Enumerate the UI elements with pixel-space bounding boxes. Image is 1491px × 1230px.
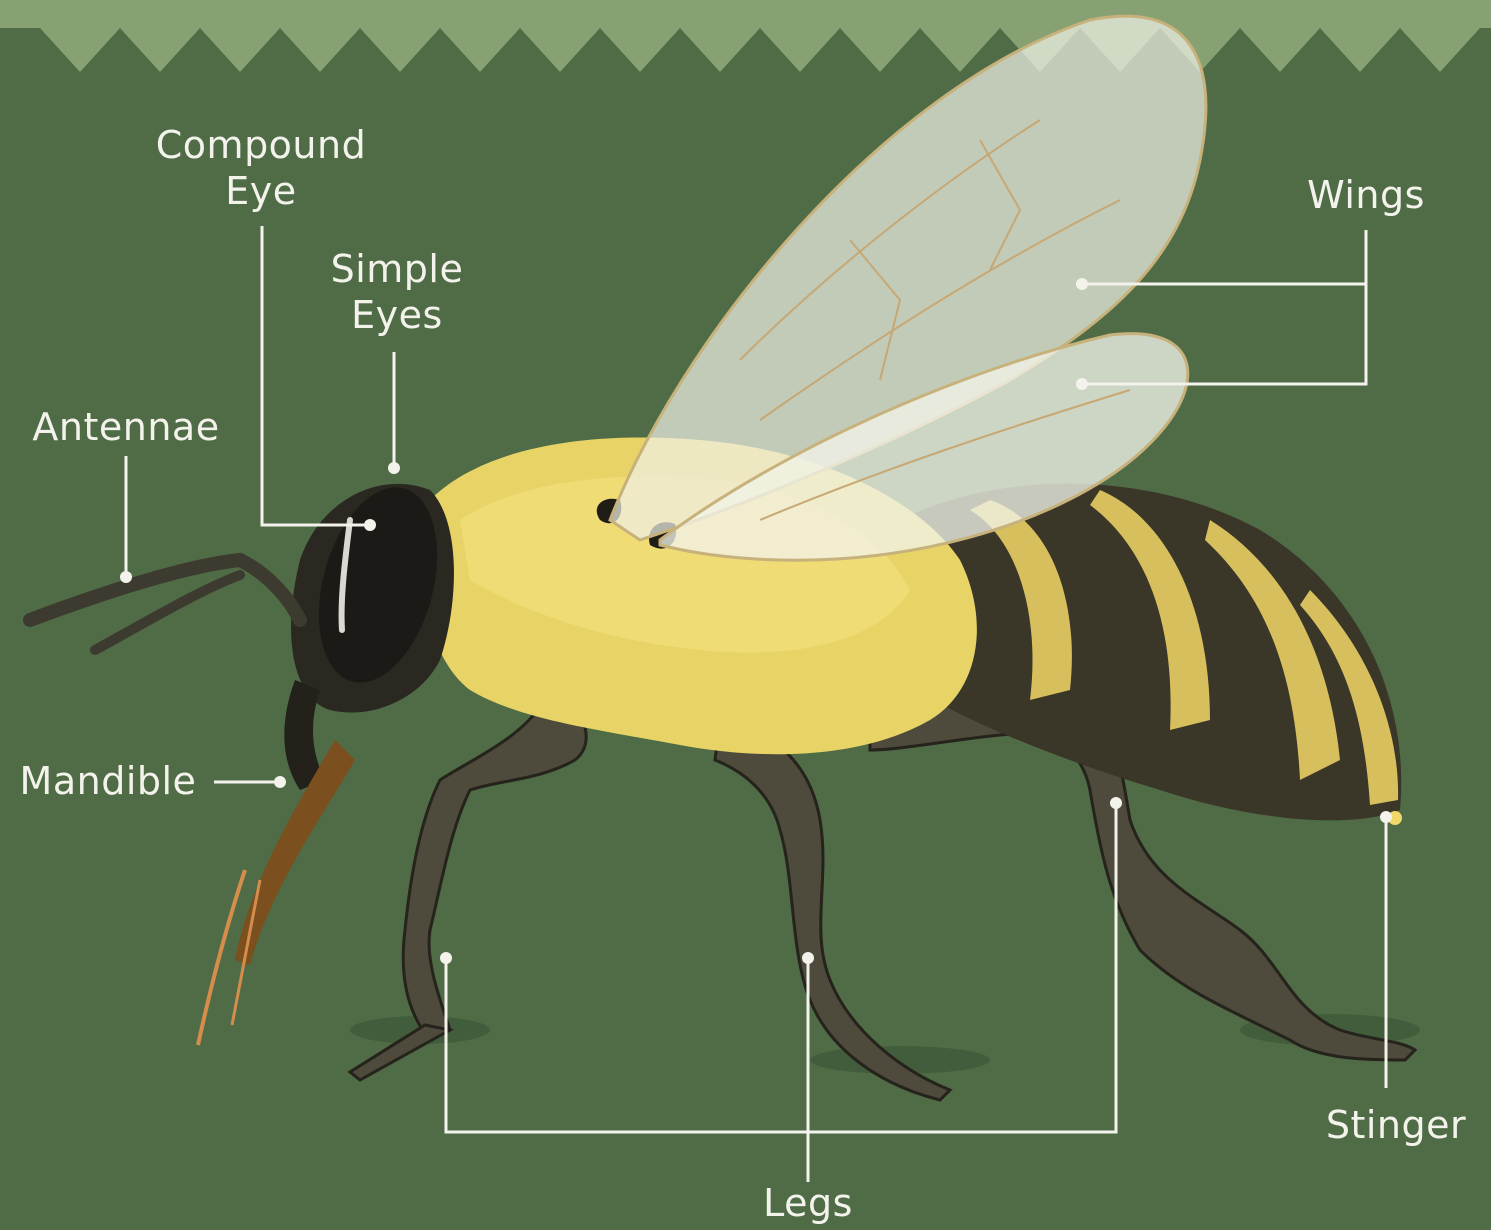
label-compound-eye: Compound Eye <box>145 122 377 214</box>
antennae-shapes <box>30 560 300 650</box>
label-antennae: Antennae <box>20 404 232 450</box>
top-banner <box>0 0 1491 72</box>
wings-shapes <box>610 16 1206 560</box>
leader-legs <box>446 803 1116 1132</box>
label-wings: Wings <box>1296 172 1436 218</box>
label-legs: Legs <box>748 1180 868 1226</box>
label-stinger: Stinger <box>1314 1102 1478 1148</box>
label-mandible: Mandible <box>8 758 208 804</box>
label-simple-eyes: Simple Eyes <box>312 246 482 338</box>
